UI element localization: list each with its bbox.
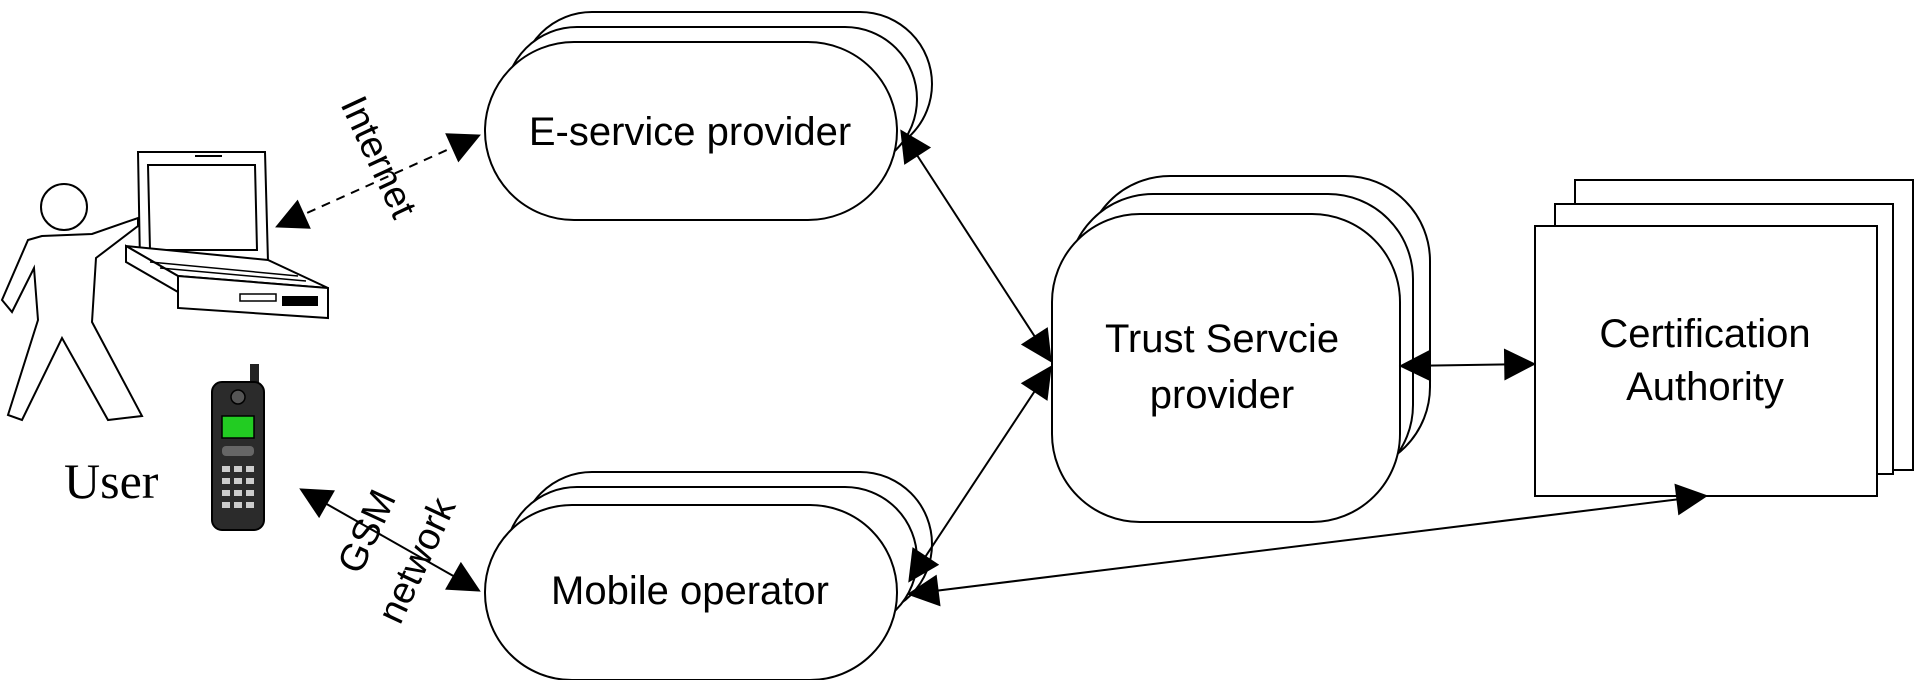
user-label: User [64,453,159,509]
certification-authority-label-line2: Authority [1626,365,1784,409]
certification-authority-label-line1: Certification [1599,312,1810,356]
eservice-provider-node: E-service provider [484,11,933,221]
user-figure-icon [0,183,144,422]
mobile-ca-arrow [906,483,1709,607]
eservice-trust-arrow [900,129,1052,363]
trust-service-provider-label-line2: provider [1150,373,1295,417]
mobile-trust-arrow [908,365,1052,583]
internet-link-label: Internet [332,90,425,225]
eservice-provider-label: E-service provider [529,110,851,154]
mobile-operator-node: Mobile operator [484,471,933,680]
mobile-operator-label: Mobile operator [551,569,829,613]
internet-link-arrow [275,133,481,229]
mobile-phone-icon [211,364,265,531]
trust-service-provider-label-line1: Trust Servcie [1105,317,1339,361]
trust-service-provider-node: Trust Servcie provider [1051,175,1431,523]
certification-authority-node: Certification Authority [1534,179,1914,497]
trust-ca-arrow [1398,348,1537,382]
gsm-link-arrow [299,488,481,592]
laptop-icon [125,151,329,320]
